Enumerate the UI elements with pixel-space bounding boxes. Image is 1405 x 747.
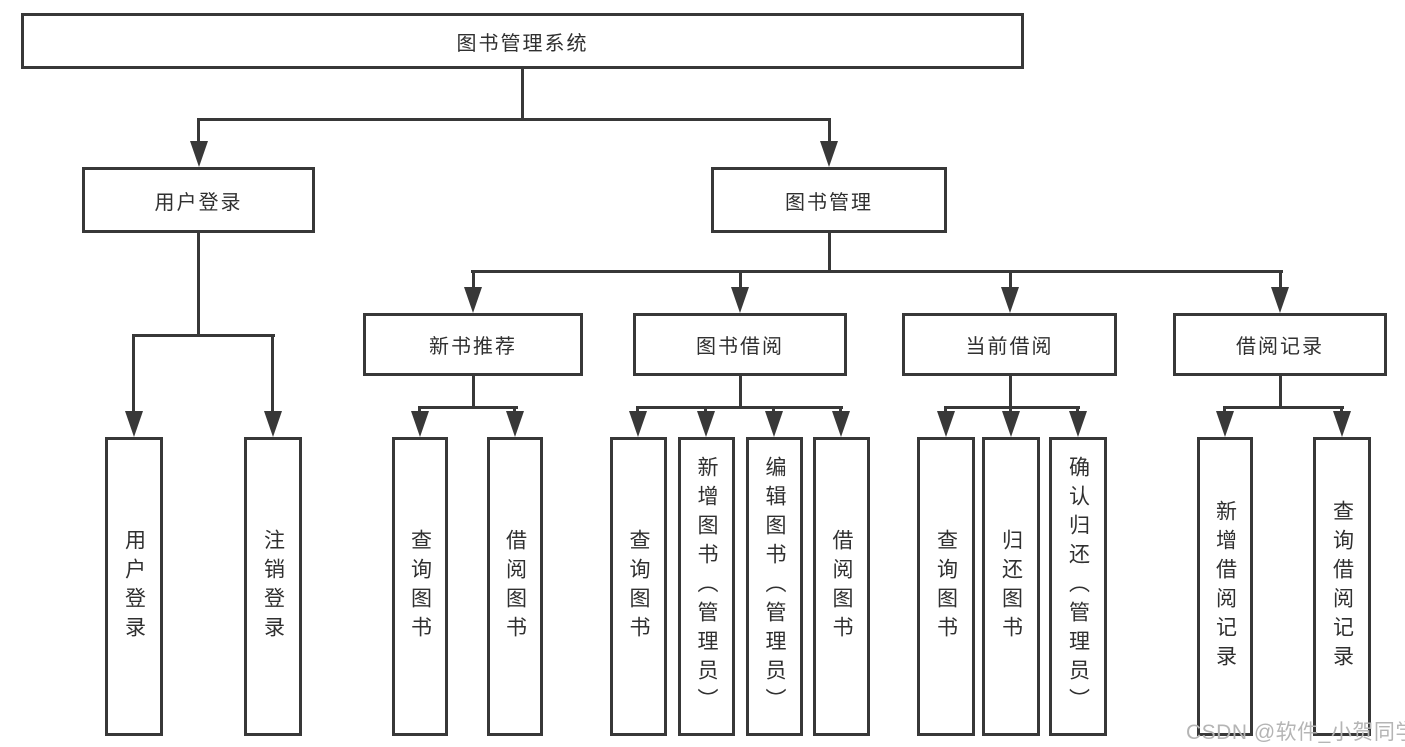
connector-line: [637, 406, 843, 409]
leaf-add-book-admin: 新增图书（管理员）: [678, 437, 735, 736]
leaf-logout: 注销登录: [244, 437, 302, 736]
arrowhead-down-icon: [506, 411, 524, 437]
arrowhead-down-icon: [1216, 411, 1234, 437]
connector-line: [472, 270, 475, 289]
node-current-borrow: 当前借阅: [902, 313, 1117, 376]
arrowhead-down-icon: [1271, 287, 1289, 313]
connector-line: [1279, 374, 1282, 409]
node-borrow-record-label: 借阅记录: [1236, 336, 1324, 358]
leaf-borrow-books-2: 借阅图书: [813, 437, 870, 736]
leaf-return-book: 归还图书: [982, 437, 1040, 736]
arrowhead-down-icon: [1001, 287, 1019, 313]
arrowhead-down-icon: [190, 141, 208, 167]
node-current-borrow-label: 当前借阅: [965, 336, 1054, 358]
node-book-management: 图书管理: [711, 167, 947, 233]
connector-line: [471, 270, 1283, 273]
node-book-borrow-label: 图书借阅: [696, 336, 784, 358]
connector-line: [132, 334, 135, 413]
connector-line: [197, 233, 200, 337]
connector-line: [739, 374, 742, 409]
arrowhead-down-icon: [411, 411, 429, 437]
connector-line: [197, 118, 831, 121]
connector-line: [1009, 270, 1012, 289]
node-new-book-recommend: 新书推荐: [363, 313, 583, 376]
connector-line: [521, 69, 524, 120]
arrowhead-down-icon: [937, 411, 955, 437]
connector-line: [828, 118, 831, 144]
node-user-login-label: 用户登录: [154, 191, 243, 214]
connector-line: [419, 406, 518, 409]
arrowhead-down-icon: [1069, 411, 1087, 437]
connector-line: [271, 334, 274, 413]
arrowhead-down-icon: [731, 287, 749, 313]
arrowhead-down-icon: [765, 411, 783, 437]
node-book-borrow: 图书借阅: [633, 313, 847, 376]
node-root: 图书管理系统: [21, 13, 1024, 69]
node-borrow-record: 借阅记录: [1173, 313, 1387, 376]
arrowhead-down-icon: [629, 411, 647, 437]
connector-line: [197, 118, 200, 144]
node-new-book-recommend-label: 新书推荐: [429, 336, 517, 358]
leaf-borrow-books-1: 借阅图书: [487, 437, 543, 736]
connector-line: [1009, 374, 1012, 409]
leaf-edit-book-admin: 编辑图书（管理员）: [746, 437, 803, 736]
watermark-text: CSDN @软件_小贺同学: [1186, 721, 1405, 744]
leaf-user-login: 用户登录: [105, 437, 163, 736]
arrowhead-down-icon: [1002, 411, 1020, 437]
arrowhead-down-icon: [125, 411, 143, 437]
arrowhead-down-icon: [464, 287, 482, 313]
connector-line: [132, 334, 275, 337]
connector-line: [944, 406, 1080, 409]
connector-line: [1223, 406, 1344, 409]
leaf-query-books-3: 查询图书: [917, 437, 975, 736]
arrowhead-down-icon: [1333, 411, 1351, 437]
arrowhead-down-icon: [264, 411, 282, 437]
leaf-add-borrow-record: 新增借阅记录: [1197, 437, 1253, 736]
node-book-management-label: 图书管理: [785, 191, 873, 214]
connector-line: [739, 270, 742, 289]
connector-line: [472, 374, 475, 409]
arrowhead-down-icon: [832, 411, 850, 437]
connector-line: [1279, 270, 1282, 289]
arrowhead-down-icon: [820, 141, 838, 167]
leaf-query-books-1: 查询图书: [392, 437, 448, 736]
node-user-login: 用户登录: [82, 167, 315, 233]
leaf-query-books-2: 查询图书: [610, 437, 667, 736]
leaf-confirm-return-admin: 确认归还（管理员）: [1049, 437, 1107, 736]
leaf-query-borrow-record: 查询借阅记录: [1313, 437, 1371, 736]
arrowhead-down-icon: [697, 411, 715, 437]
node-root-label: 图书管理系统: [456, 32, 589, 55]
connector-line: [828, 233, 831, 273]
